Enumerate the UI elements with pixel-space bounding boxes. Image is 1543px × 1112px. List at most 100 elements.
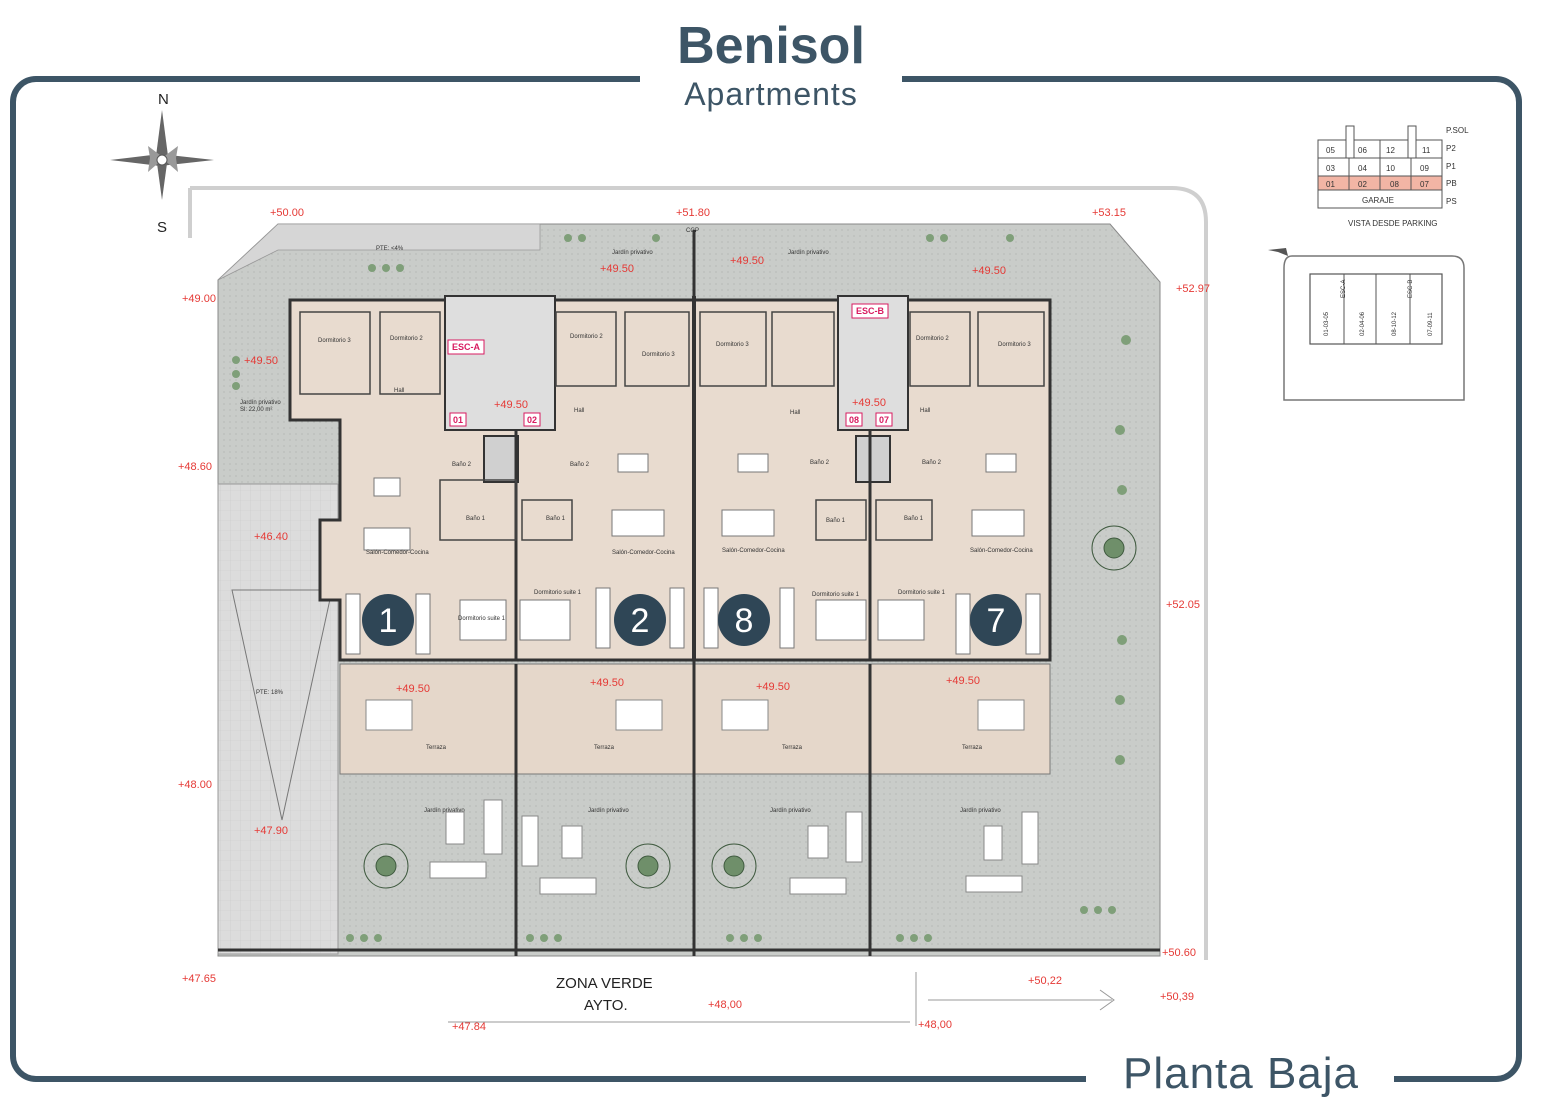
svg-text:05: 05 [1326, 146, 1335, 155]
stair-label-b: ESC-B [856, 306, 885, 316]
room-label: Jardín privativo [788, 250, 829, 256]
level-label: +47.90 [254, 825, 288, 837]
room-label: Hall [574, 408, 584, 414]
room-label: Salón-Comedor-Cocina [970, 548, 1033, 554]
room-label: Baño 2 [922, 460, 942, 466]
room-label: Jardín privativo [612, 250, 653, 256]
svg-text:VISTA DESDE PARKING: VISTA DESDE PARKING [1348, 219, 1438, 228]
room-label: Dormitorio 2 [570, 334, 603, 340]
level-label: +49.50 [852, 397, 886, 409]
level-label: +47.84 [452, 1021, 486, 1033]
room-label: Jardín privativo [770, 808, 811, 814]
room-label: Terraza [594, 745, 615, 751]
room-label: Dormitorio 2 [916, 336, 949, 342]
room-label: Terraza [962, 745, 983, 751]
compass-rose: N S [110, 91, 214, 236]
level-label: +53.15 [1092, 207, 1126, 219]
stair-label-a: ESC-A [452, 342, 481, 352]
room-labels: Dormitorio 3 Dormitorio 2 Dormitorio 2 D… [240, 250, 1033, 814]
stair-core-a [444, 295, 556, 431]
door-number: 07 [879, 415, 889, 425]
level-label: +49.50 [946, 675, 980, 687]
room-label: Baño 2 [452, 462, 472, 468]
room-label: Dormitorio 3 [998, 342, 1031, 348]
room-label: Salón-Comedor-Cocina [612, 550, 675, 556]
svg-text:08-10-12: 08-10-12 [1392, 311, 1398, 336]
room-label: Terraza [426, 745, 447, 751]
level-label: +51.80 [676, 207, 710, 219]
frame-gap-top [640, 60, 902, 100]
room-label: Terraza [782, 745, 803, 751]
svg-text:GARAJE: GARAJE [1362, 196, 1394, 205]
compass-south: S [157, 219, 167, 236]
compass-north: N [158, 91, 169, 108]
unit-badges: 1 2 8 7 [362, 594, 1022, 646]
room-label: Salón-Comedor-Cocina [366, 550, 429, 556]
svg-text:08: 08 [1390, 180, 1399, 189]
room-label: Baño 2 [810, 460, 830, 466]
site-plan-thumbnail: 01-03-05 ESC-A 02-04-06 08-10-12 ESC-B 0… [1268, 248, 1465, 401]
room-label: Sl: 22,00 m² [240, 407, 272, 413]
level-label: +49.50 [972, 265, 1006, 277]
level-label: +49.50 [756, 681, 790, 693]
level-label: +49.00 [182, 293, 216, 305]
svg-text:11: 11 [1422, 146, 1431, 155]
svg-text:ESC-A: ESC-A [1341, 280, 1347, 298]
svg-text:06: 06 [1358, 146, 1367, 155]
level-label: +49.50 [396, 683, 430, 695]
door-number: 08 [849, 415, 859, 425]
level-label: +50,22 [1028, 975, 1062, 987]
slope-ramp-label: PTE: 18% [256, 690, 284, 696]
building [288, 295, 1052, 662]
svg-text:P1: P1 [1446, 162, 1456, 171]
room-label: Baño 1 [904, 516, 924, 522]
level-label: +48,00 [708, 999, 742, 1011]
level-label: +49.50 [730, 255, 764, 267]
room-label: Hall [394, 388, 404, 394]
svg-text:PB: PB [1446, 179, 1457, 188]
room-label: Dormitorio 3 [642, 352, 675, 358]
svg-text:07: 07 [1420, 180, 1429, 189]
room-label: Baño 1 [546, 516, 566, 522]
project-title: Benisol [677, 17, 865, 75]
svg-text:8: 8 [735, 602, 754, 640]
level-label: +50.00 [270, 207, 304, 219]
room-label: Baño 1 [466, 516, 486, 522]
level-label: +48.60 [178, 461, 212, 473]
svg-text:2: 2 [631, 602, 650, 640]
room-label: Dormitorio suite 1 [898, 590, 946, 596]
svg-text:01-03-05: 01-03-05 [1324, 311, 1330, 336]
room-label: Hall [920, 408, 930, 414]
street-label-line1: ZONA VERDE [556, 975, 653, 992]
svg-text:P2: P2 [1446, 144, 1456, 153]
level-markers: +50.00 +51.80 +53.15 +49.00 +52.97 +49.5… [178, 207, 1210, 1033]
slope-top-label: PTE: <4% [376, 246, 404, 252]
level-label: +52.05 [1166, 599, 1200, 611]
level-label: +48.00 [178, 779, 212, 791]
frame-gap-bottom [1086, 1064, 1394, 1104]
unit-badge-1: 1 [362, 594, 414, 646]
level-label: +49.50 [590, 677, 624, 689]
room-label: Baño 1 [826, 518, 846, 524]
level-label: +49.50 [244, 355, 278, 367]
room-label: Salón-Comedor-Cocina [722, 548, 785, 554]
svg-text:P.SOL: P.SOL [1446, 126, 1469, 135]
room-label: Dormitorio 3 [318, 338, 351, 344]
svg-text:09: 09 [1420, 164, 1429, 173]
level-label: +50,39 [1160, 991, 1194, 1003]
street-label-line2: AYTO. [584, 997, 628, 1014]
room-label: Jardín privativo [960, 808, 1001, 814]
svg-text:7: 7 [987, 602, 1006, 640]
unit-badge-2: 2 [614, 594, 666, 646]
svg-text:1: 1 [379, 602, 398, 640]
level-label: +48,00 [918, 1019, 952, 1031]
level-label: +49.50 [600, 263, 634, 275]
room-label: Jardín privativo [240, 400, 281, 406]
unit-badge-7: 7 [970, 594, 1022, 646]
room-label: Dormitorio 3 [716, 342, 749, 348]
room-label: Dormitorio suite 1 [534, 590, 582, 596]
plan-name: Planta Baja [1122, 1049, 1360, 1098]
stair-labels: ESC-A ESC-B 01 02 08 07 [447, 303, 893, 427]
level-label: +50.60 [1162, 947, 1196, 959]
room-label: Jardín privativo [424, 808, 465, 814]
